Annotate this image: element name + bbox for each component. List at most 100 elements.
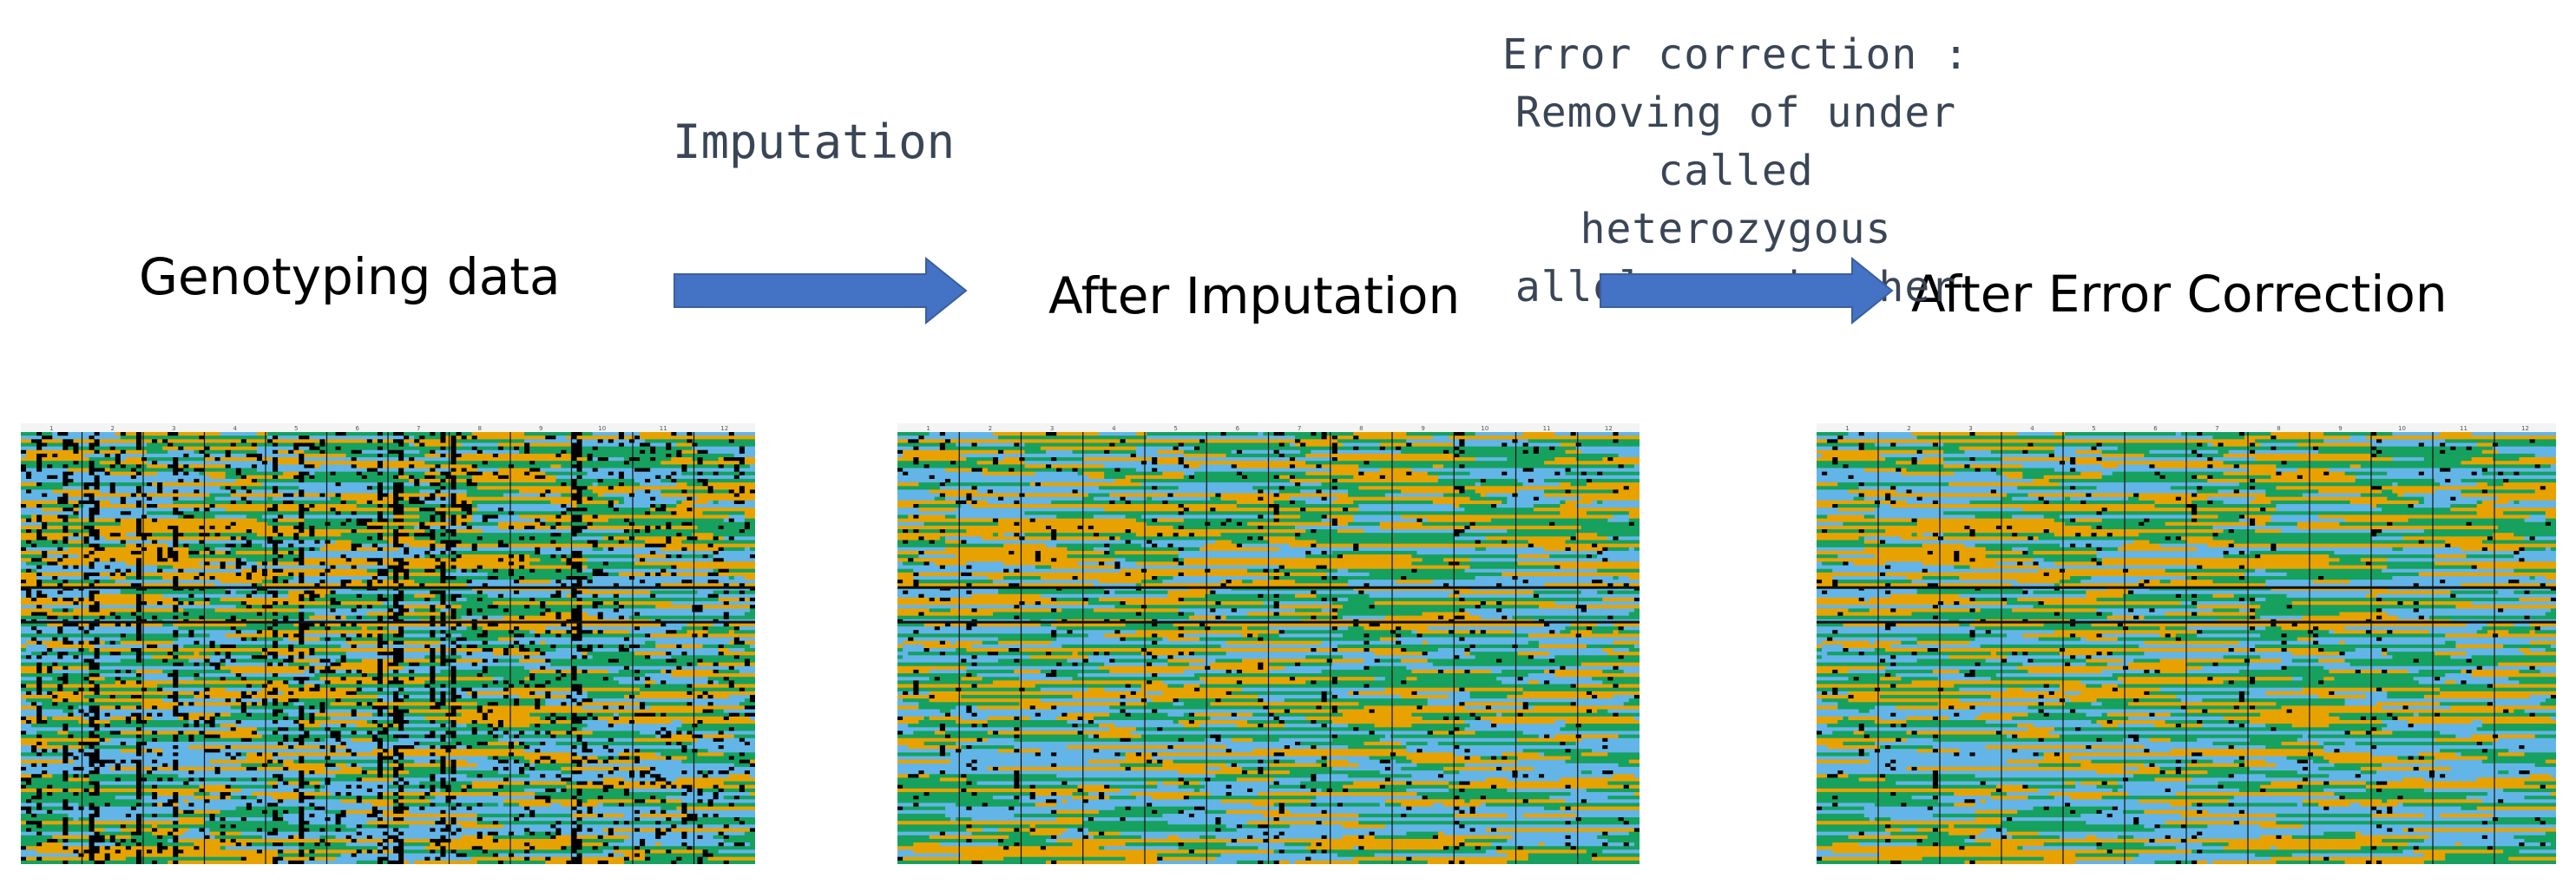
genotype-cell bbox=[377, 561, 384, 566]
genotype-cell bbox=[445, 799, 451, 803]
genotype-cell bbox=[188, 720, 194, 724]
genotype-cell bbox=[251, 568, 258, 573]
genotype-cell bbox=[89, 461, 95, 465]
genotype-cell bbox=[487, 572, 509, 577]
genotype-cell bbox=[440, 622, 446, 627]
genotype-cell bbox=[377, 694, 394, 699]
genotype-cell bbox=[576, 745, 582, 750]
genotype-cell bbox=[42, 482, 63, 487]
genotype-cell bbox=[430, 536, 436, 540]
genotype-cell bbox=[314, 669, 320, 674]
genotype-cell bbox=[78, 504, 84, 508]
genotype-cell bbox=[545, 741, 556, 746]
genotype-cell bbox=[681, 665, 730, 671]
genotype-cell bbox=[388, 712, 404, 717]
genotype-cell bbox=[393, 774, 399, 778]
genotype-cell bbox=[73, 508, 79, 512]
genotype-cell bbox=[497, 442, 525, 447]
genotype-cell bbox=[728, 648, 746, 652]
genotype-cell bbox=[89, 824, 95, 829]
genotype-cell bbox=[120, 568, 127, 573]
genotype-cell bbox=[508, 608, 546, 613]
genotype-cell bbox=[99, 590, 122, 595]
genotype-cell bbox=[582, 633, 646, 638]
genotype-cell bbox=[398, 749, 446, 753]
genotype-cell bbox=[393, 508, 404, 512]
genotype-cell bbox=[655, 766, 730, 771]
genotype-cell bbox=[582, 756, 588, 761]
genotype-cell bbox=[309, 615, 336, 620]
genotype-cell bbox=[650, 770, 682, 775]
genotype-cell bbox=[440, 644, 446, 649]
genotype-cell bbox=[26, 518, 32, 523]
genotype-cell bbox=[31, 540, 53, 545]
genotype-cell bbox=[325, 702, 331, 706]
genotype-cell bbox=[309, 508, 331, 512]
genotype-cell bbox=[650, 489, 661, 494]
genotype-cell bbox=[576, 799, 582, 803]
genotype-cell bbox=[545, 436, 556, 440]
genotype-cell bbox=[157, 705, 174, 710]
genotype-cell bbox=[576, 644, 582, 649]
genotype-cell bbox=[519, 615, 525, 620]
genotype-cell bbox=[430, 630, 436, 634]
genotype-cell bbox=[209, 493, 232, 498]
genotype-cell bbox=[204, 449, 227, 455]
genotype-cell bbox=[524, 565, 572, 570]
genotype-cell bbox=[749, 716, 755, 721]
genotype-cell bbox=[409, 436, 415, 440]
genotype-cell bbox=[461, 432, 473, 436]
genotype-cell bbox=[561, 514, 572, 519]
genotype-cell bbox=[623, 749, 630, 753]
genotype-cell bbox=[283, 691, 289, 696]
genotype-cell bbox=[109, 468, 132, 473]
genotype-cell bbox=[246, 803, 253, 807]
genotype-cell bbox=[62, 478, 74, 483]
genotype-cell bbox=[304, 730, 310, 735]
genotype-cell bbox=[697, 724, 755, 728]
genotype-cell bbox=[445, 712, 457, 717]
genotype-cell bbox=[178, 677, 194, 681]
genotype-cell bbox=[246, 705, 299, 710]
genotype-cell bbox=[692, 446, 740, 451]
genotype-cell bbox=[435, 468, 451, 473]
genotype-cell bbox=[702, 694, 709, 699]
genotype-cell bbox=[524, 770, 562, 775]
genotype-cell bbox=[718, 662, 746, 667]
genotype-cell bbox=[293, 788, 299, 793]
genotype-cell bbox=[613, 677, 635, 681]
genotype-cell bbox=[83, 749, 95, 753]
genotype-cell bbox=[47, 792, 53, 796]
genotype-cell bbox=[576, 597, 582, 602]
genotype-cell bbox=[466, 612, 473, 617]
genotype-cell bbox=[702, 813, 709, 818]
genotype-cell bbox=[440, 756, 446, 761]
genotype-cell bbox=[141, 608, 174, 613]
genotype-cell bbox=[162, 669, 174, 674]
genotype-cell bbox=[36, 529, 43, 534]
genotype-cell bbox=[671, 432, 677, 436]
genotype-cell bbox=[623, 442, 641, 447]
genotype-cell bbox=[204, 436, 268, 440]
genotype-cell bbox=[393, 493, 399, 498]
genotype-cell bbox=[456, 680, 494, 685]
genotype-cell bbox=[681, 468, 687, 473]
genotype-cell bbox=[377, 568, 389, 573]
genotype-cell bbox=[173, 809, 179, 815]
genotype-cell bbox=[440, 525, 446, 530]
genotype-cell bbox=[235, 590, 253, 595]
genotype-cell bbox=[78, 554, 84, 559]
genotype-cell bbox=[78, 615, 101, 620]
genotype-cell bbox=[173, 777, 189, 782]
genotype-cell bbox=[445, 821, 451, 825]
genotype-cell bbox=[36, 442, 48, 447]
genotype-cell bbox=[278, 698, 289, 703]
genotype-cell bbox=[550, 525, 556, 530]
genotype-cell bbox=[104, 565, 111, 570]
genotype-cell bbox=[73, 449, 79, 455]
genotype-cell bbox=[393, 669, 399, 674]
genotype-cell bbox=[57, 453, 84, 458]
genotype-cell bbox=[713, 803, 730, 807]
genotype-cell bbox=[304, 640, 347, 645]
genotype-cell bbox=[723, 745, 755, 750]
